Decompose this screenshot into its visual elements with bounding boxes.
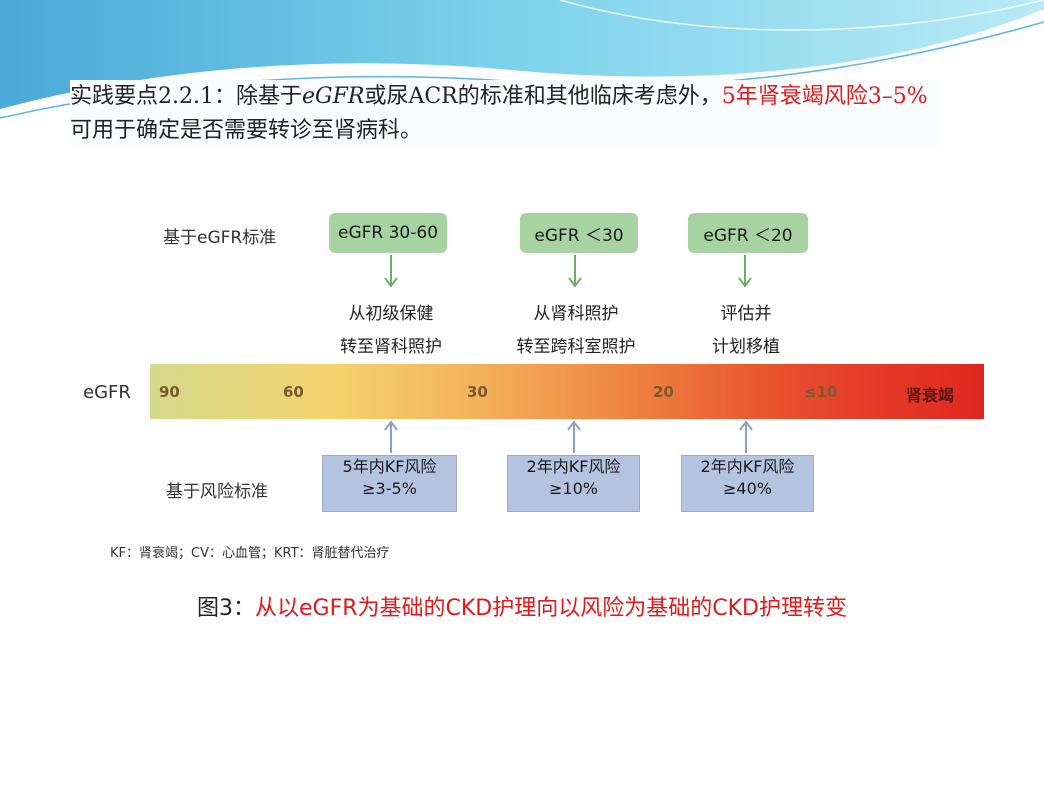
action-3-line-1: 评估并 [720, 304, 772, 324]
practice-highlight: 5年肾衰竭风险3–5% [721, 84, 928, 109]
egfr-box-under-20: eGFR ＜20 [688, 213, 808, 253]
tick-30: 30 [467, 383, 488, 401]
risk-box-2-line-2: ≥10% [549, 479, 598, 498]
action-2-line-2: 转至跨科室照护 [516, 337, 636, 357]
risk-box-1-line-2: ≥3-5% [362, 479, 417, 498]
practice-text-3: 的标准和其他临床考虑外， [457, 84, 722, 109]
tick-60: 60 [283, 383, 304, 401]
egfr-box-under-30: eGFR ＜30 [520, 213, 638, 253]
egfr-box-30-60: eGFR 30-60 [329, 213, 447, 253]
risk-box-1-line-1: 5年内KF风险 [342, 457, 437, 476]
caption-text: 从以eGFR为基础的CKD护理向以风险为基础的CKD护理转变 [255, 596, 847, 621]
risk-box-3-line-1: 2年内KF风险 [700, 457, 795, 476]
egfr-axis-label: eGFR [83, 382, 131, 403]
risk-criteria-label: 基于风险标准 [166, 482, 268, 502]
action-nephrology-to-multidisciplinary: 从肾科照护 转至跨科室照护 [496, 298, 656, 364]
tick-90: 90 [159, 383, 180, 401]
caption-prefix: 图3： [197, 596, 255, 621]
risk-box-5yr: 5年内KF风险 ≥3-5% [322, 455, 457, 512]
risk-box-2-line-1: 2年内KF风险 [526, 457, 621, 476]
risk-box-3-line-2: ≥40% [723, 479, 772, 498]
tick-20: 20 [653, 383, 674, 401]
down-arrow-2-head [568, 277, 582, 288]
action-plan-transplant: 评估并 计划移植 [686, 298, 806, 364]
figure-footnote: KF：肾衰竭；CV：心血管；KRT：肾脏替代治疗 [110, 546, 390, 561]
action-1-line-1: 从初级保健 [348, 304, 434, 324]
ckd-care-figure: 基于eGFR标准 基于风险标准 eGFR eGFR 30-60 eGFR ＜30… [56, 207, 992, 587]
practice-text-2: 或尿 [364, 84, 409, 109]
up-arrow-1-head [384, 420, 398, 431]
egfr-criteria-label: 基于eGFR标准 [163, 228, 277, 248]
up-arrow-3-head [739, 420, 753, 431]
practice-prefix: 实践要点2.2.1： [70, 84, 236, 109]
bar-end-kidney-failure: 肾衰竭 [906, 386, 955, 405]
action-1-line-2: 转至肾科照护 [340, 337, 442, 357]
action-3-line-2: 计划移植 [712, 337, 780, 357]
up-arrow-2-head [567, 420, 581, 431]
action-primary-to-nephrology: 从初级保健 转至肾科照护 [320, 298, 462, 364]
risk-box-2yr-40: 2年内KF风险 ≥40% [681, 455, 814, 512]
practice-point-text: 实践要点2.2.1：除基于eGFR或尿ACR的标准和其他临床考虑外，5年肾衰竭风… [70, 80, 942, 148]
action-2-line-1: 从肾科照护 [533, 304, 619, 324]
practice-text-1: 除基于 [235, 84, 302, 109]
tick-10: ≤10 [804, 383, 838, 401]
egfr-gradient-bar [150, 364, 984, 419]
down-arrow-1-head [384, 277, 398, 288]
down-arrow-3-head [738, 277, 752, 288]
risk-box-2yr-10: 2年内KF风险 ≥10% [507, 455, 640, 512]
practice-acr: ACR [408, 84, 458, 109]
figure-caption: 图3：从以eGFR为基础的CKD护理向以风险为基础的CKD护理转变 [0, 590, 1044, 622]
arrows-layer [384, 255, 753, 453]
practice-egfr: eGFR [302, 84, 365, 109]
practice-text-4: 可用于确定是否需要转诊至肾病科。 [70, 118, 423, 143]
